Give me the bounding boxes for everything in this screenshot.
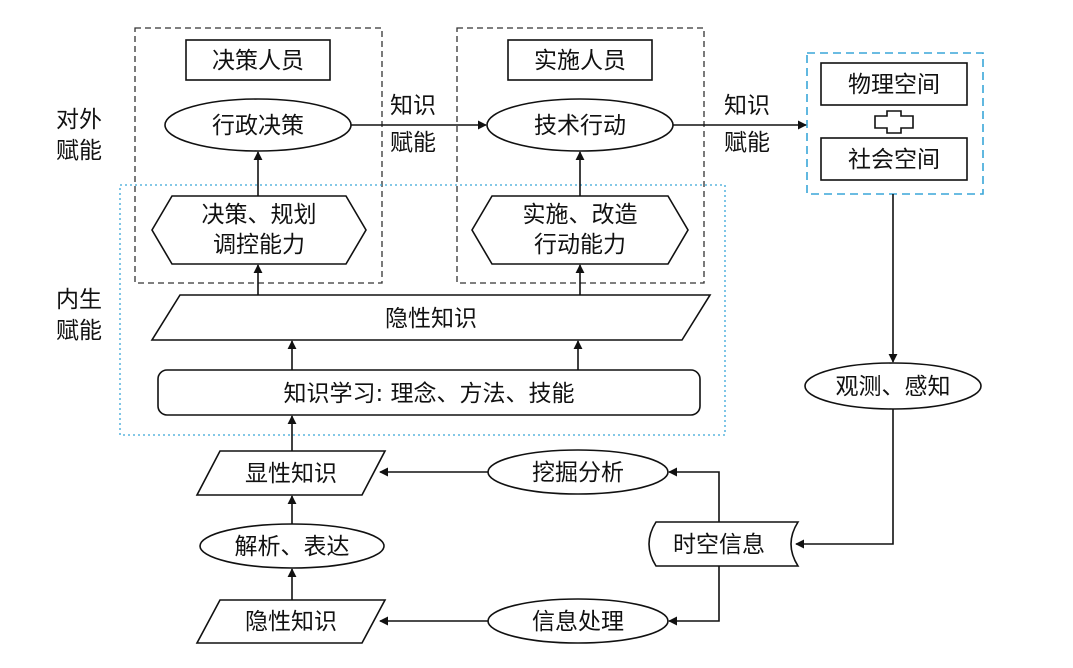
implement-role-label: 实施人员	[534, 48, 626, 74]
external-empowerment-label-line1: 对外	[56, 107, 102, 133]
knowledge-learning-label: 知识学习: 理念、方法、技能	[283, 381, 574, 407]
knowledge-empowerment-1-line1: 知识	[390, 93, 436, 119]
knowledge-empowerment-2-line1: 知识	[724, 93, 770, 119]
social-space-box	[820, 137, 968, 181]
social-space-label: 社会空间	[848, 147, 940, 173]
tacit-knowledge-bottom-node	[195, 599, 387, 644]
explicit-knowledge-label: 显性知识	[245, 461, 337, 487]
info-processing-label: 信息处理	[532, 609, 624, 635]
arrow-observation-to-info	[795, 409, 894, 549]
observation-label: 观测、感知	[836, 374, 951, 400]
spatiotemporal-info-label: 时空信息	[673, 532, 765, 558]
external-empowerment-label-line2: 赋能	[56, 138, 102, 164]
tacit-knowledge-bottom-label: 隐性知识	[245, 609, 337, 635]
arrow-info-to-processing	[668, 566, 720, 626]
spatiotemporal-info-node	[648, 521, 800, 567]
mining-analysis-label: 挖掘分析	[532, 460, 624, 486]
knowledge-empowerment-1-line2: 赋能	[390, 130, 436, 156]
physical-space-box	[820, 62, 968, 106]
implement-capability-label-line2: 行动能力	[534, 232, 626, 258]
internal-empowerment-frame	[119, 184, 726, 436]
implement-capability-label-line1: 实施、改造	[523, 202, 638, 228]
decision-capability-node	[151, 195, 367, 265]
decision-capability-label-line1: 决策、规划	[202, 202, 317, 228]
knowledge-learning-node	[157, 369, 701, 416]
internal-empowerment-label-line2: 赋能	[56, 318, 102, 344]
parse-express-label: 解析、表达	[235, 534, 350, 560]
tacit-knowledge-top-label: 隐性知识	[385, 306, 477, 332]
plus-icon	[874, 110, 914, 134]
decision-capability-label-line2: 调控能力	[213, 232, 305, 258]
implement-role-box	[507, 39, 653, 81]
decision-role-box	[185, 39, 331, 81]
explicit-knowledge-node	[195, 450, 387, 496]
implement-capability-node	[471, 195, 689, 265]
arrow-info-to-mining	[668, 467, 720, 522]
administrative-decision-label: 行政决策	[212, 113, 304, 139]
space-group-frame	[806, 52, 984, 195]
physical-space-label: 物理空间	[848, 72, 940, 98]
tacit-knowledge-top-node	[150, 294, 712, 341]
technical-action-label: 技术行动	[534, 113, 626, 139]
decision-role-label: 决策人员	[212, 48, 304, 74]
knowledge-empowerment-2-line2: 赋能	[724, 130, 770, 156]
internal-empowerment-label-line1: 内生	[56, 287, 102, 313]
